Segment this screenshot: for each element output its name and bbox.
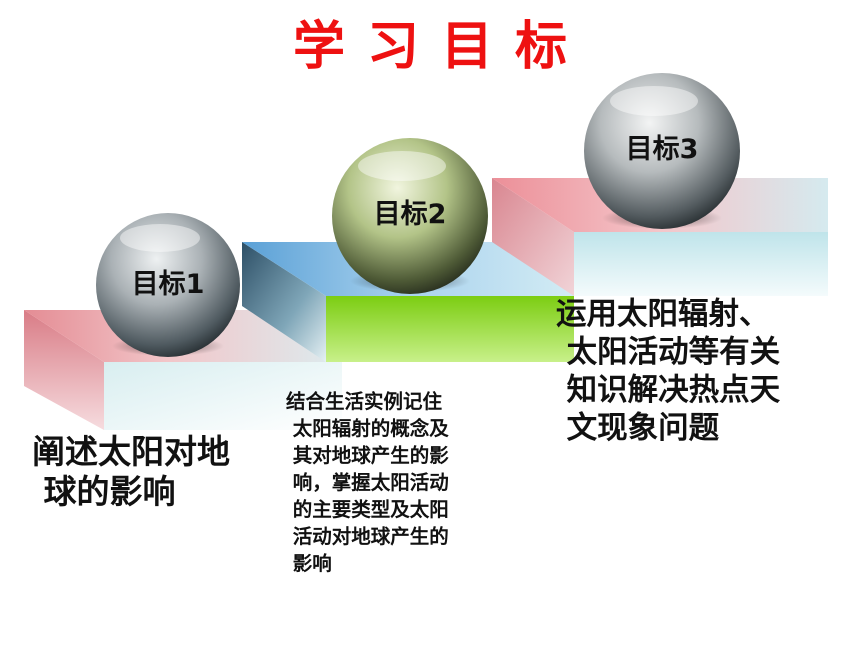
goal-3-label: 目标3 xyxy=(625,134,699,165)
goal-1-line: 阐述太阳对地 xyxy=(32,432,230,471)
sphere-2 xyxy=(332,138,488,294)
goal-2-line: 响，掌握太阳活动 xyxy=(286,471,449,494)
step-1-left-face xyxy=(24,310,104,430)
goal-2-line: 影响 xyxy=(286,552,332,575)
goal-2-line: 其对地球产生的影 xyxy=(286,444,449,467)
goal-2-line: 活动对地球产生的 xyxy=(286,525,449,548)
sphere-1 xyxy=(96,213,240,357)
goal-3-line: 文现象问题 xyxy=(556,411,720,446)
goal-1-description: 阐述太阳对地 球的影响 xyxy=(32,432,230,512)
step-3-front-face xyxy=(574,232,828,296)
goal-2-line: 的主要类型及太阳 xyxy=(286,498,449,521)
goal-3-line: 知识解决热点天 xyxy=(556,373,781,408)
goal-3-line: 运用太阳辐射、 xyxy=(556,297,770,332)
step-3-left-face xyxy=(492,178,574,296)
goal-2-line: 结合生活实例记住 xyxy=(286,390,443,413)
sphere-3 xyxy=(584,73,740,229)
step-2-front-face xyxy=(326,296,574,362)
page-title: 学习目标 xyxy=(292,17,589,77)
step-1-front-face xyxy=(104,362,342,430)
goal-3-description: 运用太阳辐射、 太阳活动等有关 知识解决热点天 文现象问题 xyxy=(556,296,780,448)
goal-1-label: 目标1 xyxy=(131,269,205,300)
goal-2-line: 太阳辐射的概念及 xyxy=(286,417,449,440)
step-2-left-face xyxy=(242,242,326,362)
goal-2-label: 目标2 xyxy=(373,199,447,230)
goal-1-line: 球的影响 xyxy=(32,472,176,511)
goal-2-description: 结合生活实例记住 太阳辐射的概念及 其对地球产生的影 响，掌握太阳活动 的主要类… xyxy=(286,388,449,577)
goal-3-line: 太阳活动等有关 xyxy=(556,335,781,370)
